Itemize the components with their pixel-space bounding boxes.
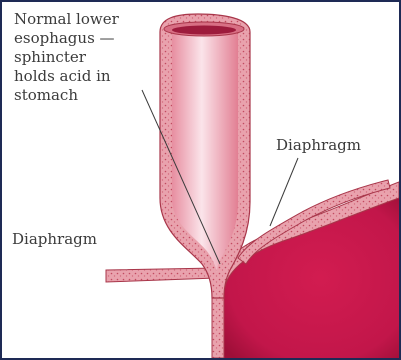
pointer-diaphragm-right: [270, 158, 298, 226]
diaphragm-left: [106, 268, 216, 282]
diaphragm-left-label: Diaphragm: [12, 230, 97, 249]
diaphragm-right-label: Diaphragm: [276, 136, 361, 155]
esophagus-label: Normal lower esophagus — sphincter holds…: [14, 10, 154, 105]
